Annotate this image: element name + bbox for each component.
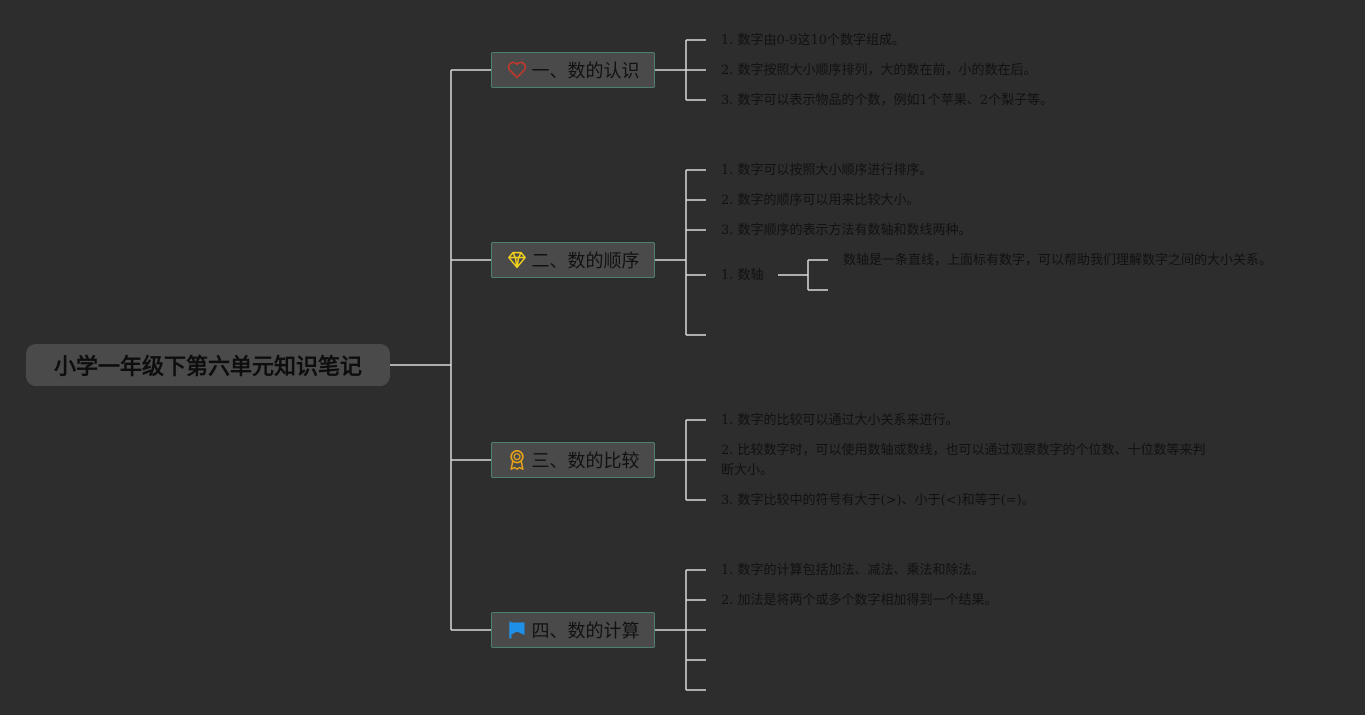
topic-label: 二、数的顺序	[531, 251, 640, 272]
list-item[interactable]: 3. 数字比较中的符号有大于(>)、小于(<)和等于(=)。	[721, 493, 1035, 508]
topic-label: 三、数的比较	[531, 451, 640, 472]
root-topic[interactable]: 小学一年级下第六单元知识笔记	[26, 344, 390, 386]
topic-label: 四、数的计算	[531, 621, 640, 642]
list-item[interactable]: 2. 加法是将两个或多个数字相加得到一个结果。	[721, 593, 998, 608]
topic-number-comparison[interactable]: 三、数的比较	[491, 442, 655, 478]
list-item[interactable]: 3. 数字顺序的表示方法有数轴和数线两种。	[721, 223, 972, 238]
list-item[interactable]: 3. 数字可以表示物品的个数，例如1个苹果、2个梨子等。	[721, 93, 1054, 108]
list-item[interactable]: 1. 数字的比较可以通过大小关系来进行。	[721, 413, 959, 428]
list-item[interactable]: 1. 数字由0-9这10个数字组成。	[721, 33, 906, 48]
sub-item[interactable]: 数轴是一条直线，上面标有数字，可以帮助我们理解数字之间的大小关系。	[843, 253, 1273, 268]
topic-number-calculation[interactable]: 四、数的计算	[491, 612, 655, 648]
list-item[interactable]: 2. 比较数字时，可以使用数轴或数线，也可以通过观察数字的个位数、十位数等来判断…	[721, 443, 1206, 478]
root-title: 小学一年级下第六单元知识笔记	[53, 355, 362, 380]
topic-number-order[interactable]: 二、数的顺序	[491, 242, 655, 278]
flag-icon	[507, 620, 527, 640]
heart-icon	[507, 60, 527, 80]
list-item[interactable]: 2. 数字按照大小顺序排列，大的数在前，小的数在后。	[721, 63, 1037, 78]
diamond-icon	[507, 250, 527, 270]
award-icon	[507, 450, 527, 470]
list-item[interactable]: 1. 数字可以按照大小顺序进行排序。	[721, 163, 933, 178]
topic-number-recognition[interactable]: 一、数的认识	[491, 52, 655, 88]
list-item[interactable]: 2. 数字的顺序可以用来比较大小。	[721, 193, 920, 208]
list-item[interactable]: 1. 数轴	[721, 268, 764, 283]
list-item[interactable]: 1. 数字的计算包括加法、减法、乘法和除法。	[721, 563, 985, 578]
topic-label: 一、数的认识	[531, 61, 640, 82]
